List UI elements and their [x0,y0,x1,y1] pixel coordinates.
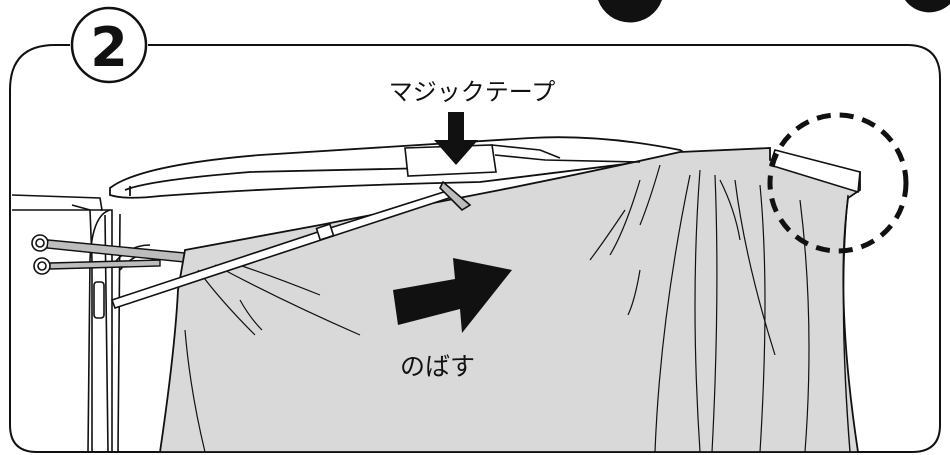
car-cover-sheet [158,147,861,453]
down-arrow-icon [434,112,478,165]
vehicle-side-panel [11,194,156,453]
velcro-clamp [404,144,641,177]
step-frame [9,44,941,453]
step-marker-partial-left [598,0,662,23]
step-number-badge: 2 [70,6,148,84]
right-arrow-icon [393,258,512,333]
dashed-circle-icon [767,112,909,254]
step-number: 2 [90,16,128,79]
velcro-label: マジックテープ [389,78,556,106]
step-marker-partial-right [905,0,950,13]
support-pole [110,180,472,310]
strap-belts [46,239,186,270]
stretch-label: のばす [400,352,475,381]
hook-rings [31,234,51,275]
